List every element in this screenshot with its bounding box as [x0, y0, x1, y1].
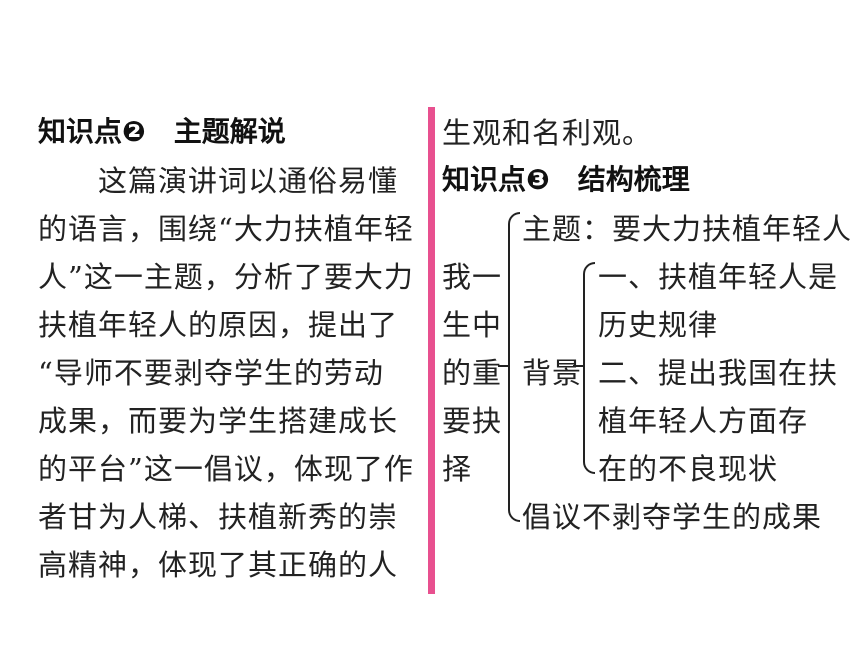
theme-text-line-9: 高精神，体现了其正确的人 [38, 548, 399, 582]
theme-text-line-4: 扶植年轻人的原因，提出了 [38, 308, 399, 342]
background-item-line-2: 历史规律 [598, 308, 719, 342]
theme-text-line-5: “导师不要剥夺学生的劳动 [38, 356, 384, 390]
main-brace [508, 212, 520, 522]
background-brace-tip [573, 365, 583, 367]
background-item-line-4: 植年轻人方面存 [598, 404, 809, 438]
section-heading-theme: 知识点❷ 主题解说 [38, 115, 286, 148]
theme-text-line-6: 成果，而要为学生搭建成长 [38, 404, 399, 438]
theme-text-line-3: 人”这一主题，分析了要大力 [38, 260, 414, 294]
background-item-line-3: 二、提出我国在扶 [598, 356, 839, 390]
background-node-label: 背景 [522, 356, 583, 390]
background-item-line-1: 一、扶植年轻人是 [598, 260, 839, 294]
section-heading-structure: 知识点❸ 结构梳理 [442, 163, 690, 196]
background-item-line-5: 在的不良现状 [598, 452, 779, 486]
main-brace-tip [498, 365, 508, 367]
theme-text-continuation: 生观和名利观。 [442, 116, 653, 150]
background-brace [583, 262, 595, 474]
theme-node: 主题：要大力扶植年轻人 [522, 212, 853, 246]
root-node-line-3: 的重 [442, 356, 503, 390]
theme-text-line-7: 的平台”这一倡议，体现了作 [38, 452, 414, 486]
root-node-line-2: 生中 [442, 308, 503, 342]
column-divider [428, 107, 435, 594]
root-node-line-5: 择 [442, 452, 473, 486]
theme-text-line-1: 这篇演讲词以通俗易懂 [98, 164, 399, 198]
root-node-line-4: 要抉 [442, 404, 503, 438]
proposal-node: 倡议不剥夺学生的成果 [522, 500, 823, 534]
theme-text-line-2: 的语言，围绕“大力扶植年轻 [38, 212, 414, 246]
theme-text-line-8: 者甘为人梯、扶植新秀的崇 [38, 500, 399, 534]
root-node-line-1: 我一 [442, 260, 503, 294]
